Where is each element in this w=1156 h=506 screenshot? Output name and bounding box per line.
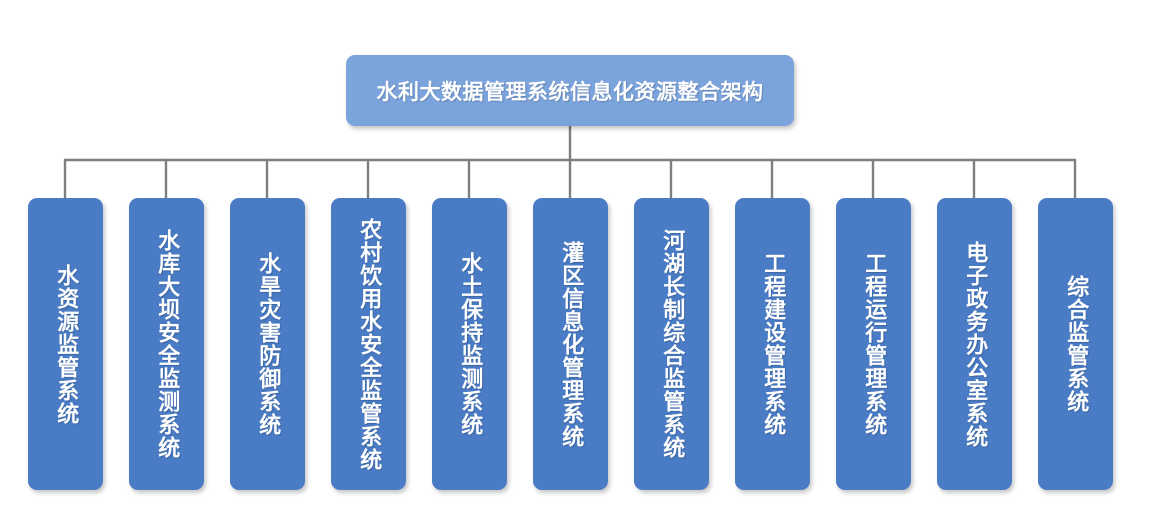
child-node-10[interactable]: 电子政务办公室系统 [937, 198, 1012, 490]
root-node[interactable]: 水利大数据管理系统信息化资源整合架构 [346, 55, 794, 126]
child-node-3[interactable]: 水旱灾害防御系统 [230, 198, 305, 490]
child-node-label: 灌区信息化管理系统 [558, 240, 584, 448]
child-node-9[interactable]: 工程运行管理系统 [836, 198, 911, 490]
child-node-6[interactable]: 灌区信息化管理系统 [533, 198, 608, 490]
child-node-8[interactable]: 工程建设管理系统 [735, 198, 810, 490]
child-node-label: 工程运行管理系统 [861, 252, 887, 436]
child-node-4[interactable]: 农村饮用水安全监管系统 [331, 198, 406, 490]
child-node-label: 水土保持监测系统 [457, 252, 483, 436]
child-node-label: 河湖长制综合监管系统 [659, 229, 685, 459]
child-node-7[interactable]: 河湖长制综合监管系统 [634, 198, 709, 490]
child-node-label: 农村饮用水安全监管系统 [356, 217, 382, 471]
child-node-label: 水库大坝安全监测系统 [154, 229, 180, 459]
child-node-1[interactable]: 水资源监管系统 [28, 198, 103, 490]
child-node-label: 电子政务办公室系统 [962, 240, 988, 448]
child-node-2[interactable]: 水库大坝安全监测系统 [129, 198, 204, 490]
child-node-label: 水资源监管系统 [53, 263, 79, 425]
child-node-label: 综合监管系统 [1063, 275, 1089, 413]
child-node-11[interactable]: 综合监管系统 [1038, 198, 1113, 490]
child-node-5[interactable]: 水土保持监测系统 [432, 198, 507, 490]
child-node-label: 水旱灾害防御系统 [255, 252, 281, 436]
root-node-label: 水利大数据管理系统信息化资源整合架构 [376, 79, 764, 104]
child-node-label: 工程建设管理系统 [760, 252, 786, 436]
